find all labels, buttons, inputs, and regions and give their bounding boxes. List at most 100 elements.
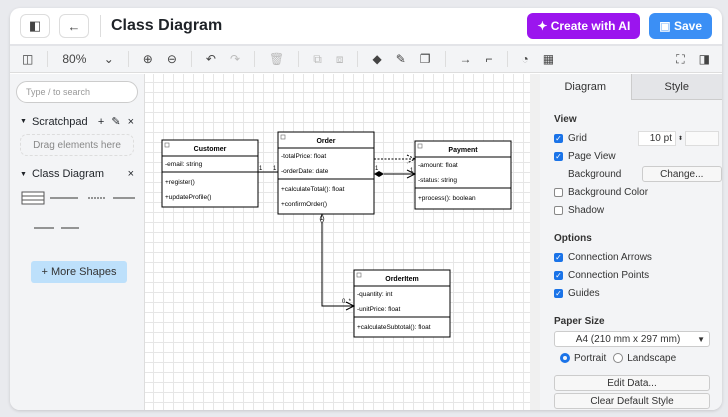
line-color-icon[interactable]: ✎ [395, 52, 406, 66]
class-method: +calculateTotal(): float [281, 186, 345, 193]
class-attribute: -quantity: int [357, 291, 393, 298]
zoom-out-icon[interactable]: ⊖ [166, 52, 177, 66]
composition-diamond [374, 171, 384, 177]
grid-size-input[interactable]: 10 pt [638, 130, 676, 146]
diagram: Customer-email: string+register()+update… [161, 131, 512, 338]
vertical-scrollbar[interactable] [530, 74, 540, 410]
guides-checkbox[interactable]: ✓ [554, 288, 563, 298]
landscape-radio[interactable] [613, 353, 624, 363]
aggregation-diamond [319, 213, 325, 225]
class-name: OrderItem [385, 276, 418, 283]
more-shapes-button[interactable]: + More Shapes [31, 261, 127, 283]
collapse-icon[interactable] [417, 143, 423, 149]
delete-icon[interactable]: 🗑 [269, 52, 285, 66]
diagram-canvas[interactable]: Customer-email: string+register()+update… [145, 74, 540, 410]
fill-color-icon[interactable]: ◆ [372, 52, 382, 66]
redo-icon[interactable]: ↷ [229, 52, 241, 66]
class-method: +calculateSubtotal(): float [357, 324, 431, 331]
shapes-icon[interactable]: ◔ [521, 52, 529, 66]
class-attribute: -email: string [165, 161, 203, 168]
divider [100, 15, 101, 37]
class-method: +updateProfile() [165, 194, 211, 201]
class-method: +process(): boolean [418, 195, 476, 202]
close-icon[interactable]: × [127, 168, 134, 180]
page-view-row: ✓Page View [554, 150, 616, 162]
composition-edge[interactable] [384, 169, 417, 179]
class-customer[interactable] [161, 139, 259, 208]
dependency-edge[interactable] [374, 154, 417, 164]
multiplicity-label: 1 [320, 216, 324, 222]
chevron-down-icon: ▼ [697, 334, 705, 344]
stepper[interactable]: ⬍ [678, 135, 684, 142]
grid-checkbox[interactable]: ✓ [554, 133, 563, 143]
class-order[interactable] [277, 131, 375, 215]
class-method: +register() [165, 179, 195, 186]
connection-points-checkbox[interactable]: ✓ [554, 270, 563, 280]
format-panel-icon[interactable]: ◫ [22, 52, 34, 66]
connection-icon[interactable]: → [459, 52, 472, 66]
collapse-icon[interactable] [164, 142, 170, 148]
collapse-icon[interactable] [356, 272, 362, 278]
shadow-icon[interactable]: ❐ [419, 52, 431, 66]
sparkle-icon: ✦ [537, 19, 551, 33]
class-payment[interactable] [414, 140, 512, 210]
page-view-checkbox[interactable]: ✓ [554, 151, 563, 161]
clear-default-style-button[interactable]: Clear Default Style [554, 393, 710, 409]
edit-icon[interactable]: ✎ [111, 116, 121, 128]
change-background-button[interactable]: Change... [641, 166, 722, 182]
connection-points-row: ✓Connection Points [554, 269, 650, 281]
class-attribute: -totalPrice: float [281, 153, 326, 160]
portrait-radio[interactable] [560, 353, 570, 363]
create-with-ai-button[interactable]: ✦ Create with AI [527, 13, 641, 39]
scratchpad-header[interactable]: ▼Scratchpad+✎× [20, 115, 134, 129]
table-icon[interactable]: ▦ [542, 52, 555, 66]
shape-palette [21, 191, 135, 229]
collapse-icon[interactable] [280, 134, 286, 140]
fullscreen-icon[interactable]: ⛶ [676, 51, 685, 66]
class-shape[interactable] [21, 191, 45, 205]
save-button[interactable]: ▣ Save [649, 13, 712, 39]
aggregation-edge[interactable] [321, 214, 356, 311]
header: ◧ ← Class Diagram ✦ Create with AI ▣ Sav… [10, 8, 722, 46]
class-diagram-header[interactable]: ▼Class Diagram× [20, 168, 134, 180]
class-attribute: -amount: float [418, 162, 458, 169]
search-input[interactable]: Type / to search [16, 81, 138, 103]
class-method: +confirmOrder() [281, 201, 327, 208]
waypoints-icon[interactable]: ⌐ [485, 52, 493, 66]
undo-icon[interactable]: ↶ [205, 52, 216, 66]
options-heading: Options [554, 233, 592, 244]
back-button[interactable]: ← [59, 14, 89, 38]
shadow-row: Shadow [540, 201, 722, 219]
class-attribute: -unitPrice: float [357, 306, 401, 313]
paper-size-heading: Paper Size [554, 316, 605, 327]
class-orderitem[interactable] [353, 269, 451, 338]
page-title: Class Diagram [111, 17, 223, 34]
connection-arrows-checkbox[interactable]: ✓ [554, 252, 563, 262]
toggle-sidebar-button[interactable]: ◧ [20, 14, 50, 38]
multiplicity-label: 0..* [342, 299, 352, 305]
close-icon[interactable]: × [127, 115, 134, 128]
toggle-panel-icon[interactable]: ◨ [698, 52, 710, 66]
to-back-icon[interactable]: ⧈ [335, 51, 344, 66]
zoom-select[interactable]: 80% ⌄ [62, 52, 114, 66]
background-color-checkbox[interactable] [554, 187, 563, 197]
paper-size-select[interactable]: A4 (210 mm x 297 mm)▼ [554, 331, 710, 347]
zoom-in-icon[interactable]: ⊕ [142, 52, 153, 66]
class-attribute: -status: string [418, 177, 457, 184]
caret-down-icon: ▼ [20, 118, 27, 125]
to-front-icon[interactable]: ⧉ [313, 51, 322, 66]
class-name: Payment [448, 147, 478, 154]
multiplicity-label: 1 [410, 168, 414, 174]
multiplicity-label: 1 [375, 166, 379, 172]
shadow-checkbox[interactable] [554, 205, 563, 215]
guides-row: ✓Guides [554, 287, 600, 299]
add-icon[interactable]: + [97, 115, 105, 128]
grid-color-button[interactable] [685, 130, 720, 146]
multiplicity-label: 1 [259, 166, 263, 172]
shapes-sidebar: Type / to search ▼Scratchpad+✎× Drag ele… [10, 74, 145, 410]
tab-style[interactable]: Style [630, 74, 722, 100]
edit-data-button[interactable]: Edit Data... [554, 375, 710, 391]
tab-diagram[interactable]: Diagram [564, 81, 607, 93]
